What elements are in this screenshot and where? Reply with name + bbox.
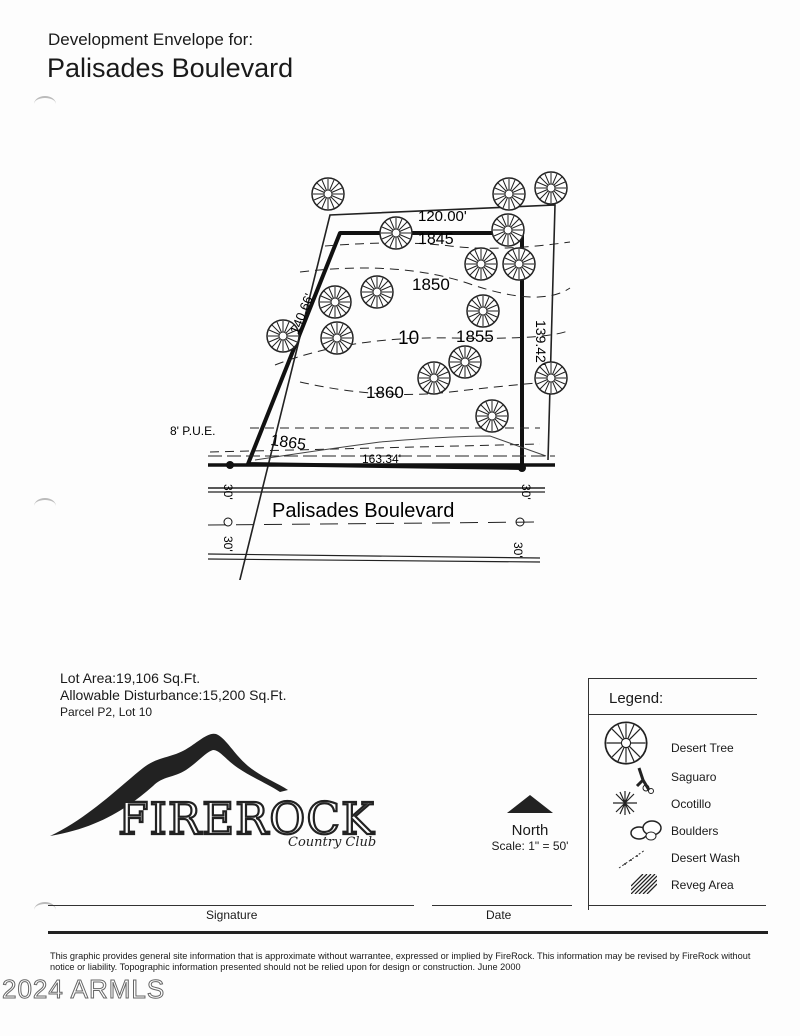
dim-top: 120.00'	[418, 208, 467, 225]
contour-label: 1850	[412, 275, 450, 294]
contour-line	[299, 267, 571, 298]
lot-plat-drawing: 120.00' 140.66' 139.42' 163.34' 1845 185…	[170, 171, 571, 580]
contour-line	[299, 381, 551, 395]
desert-wash-icon	[618, 849, 646, 869]
desert-wash-line	[254, 435, 547, 461]
legend-panel: Legend: Desert Tree Saguaro Ocotillo Bou…	[588, 678, 757, 910]
setback-label: 30'	[221, 536, 235, 552]
lot-area-text: Lot Area:19,106 Sq.Ft.	[60, 670, 201, 686]
desert-tree-icon	[604, 721, 648, 765]
desert-tree-icon	[417, 361, 451, 395]
disclaimer-text: This graphic provides general site infor…	[50, 951, 751, 972]
north-label: North	[511, 822, 549, 839]
dim-left: 140.66'	[287, 291, 317, 336]
boulders-icon	[630, 820, 662, 841]
binder-hole-mark	[34, 498, 56, 514]
document-title: Palisades Boulevard	[47, 53, 294, 83]
firerock-logo: FIREROCK Country Club	[50, 733, 376, 850]
binder-hole-mark	[34, 902, 56, 918]
legend-item-label: Saguaro	[671, 770, 717, 784]
logo-wordmark: FIREROCK	[118, 794, 375, 845]
legend-item-label: Boulders	[671, 824, 719, 838]
mls-watermark: 2024 ARMLS	[1, 974, 166, 1005]
setback-label: 30'	[519, 484, 533, 500]
desert-tree-icon	[318, 285, 352, 319]
desert-tree-icon	[534, 361, 568, 395]
pue-label: 8' P.U.E.	[170, 424, 215, 438]
contour-label: 1845	[418, 231, 454, 248]
monument-marker	[515, 517, 525, 527]
desert-tree-icon	[466, 294, 500, 328]
street-label: Palisades Boulevard	[272, 500, 454, 522]
legend-item-label: Desert Wash	[671, 851, 740, 865]
legend-bottom-line	[588, 905, 766, 906]
road-line	[207, 553, 541, 559]
desert-tree-icon	[320, 321, 354, 355]
road-line	[207, 558, 541, 563]
desert-tree-icon	[492, 177, 526, 211]
north-indicator: North Scale: 1" = 50'	[485, 793, 575, 853]
contour-line	[324, 241, 571, 249]
desert-tree-icon	[360, 275, 394, 309]
desert-tree-icon	[379, 216, 413, 250]
desert-tree-icon	[534, 171, 568, 205]
corner-marker	[226, 461, 234, 469]
desert-tree-icon	[475, 399, 509, 433]
corner-marker	[518, 464, 526, 472]
pue-line	[209, 443, 541, 453]
footer-rule	[48, 931, 768, 934]
property-line	[239, 204, 556, 580]
legend-item-label: Reveg Area	[671, 878, 734, 892]
signature-line	[48, 905, 414, 906]
mountain-silhouette	[50, 733, 288, 836]
dim-right: 139.42'	[533, 320, 549, 366]
contour-line	[274, 329, 571, 366]
saguaro-icon	[635, 767, 654, 794]
desert-tree-icon	[502, 247, 536, 281]
signature-label: Signature	[206, 908, 258, 922]
contour-label: 1855	[456, 327, 494, 346]
logo-tagline: Country Club	[288, 835, 376, 850]
monument-marker	[223, 517, 233, 527]
legend-title: Legend:	[609, 690, 664, 707]
desert-tree-icon	[491, 213, 525, 247]
contour-label: 1860	[366, 383, 404, 402]
setback-label: 30'	[511, 542, 525, 558]
legend-top-rule	[589, 678, 757, 679]
date-label: Date	[486, 908, 512, 922]
binder-hole-mark	[34, 96, 56, 112]
legend-item-label: Ocotillo	[671, 797, 712, 811]
reveg-area-icon	[631, 874, 657, 894]
parcel-text: Parcel P2, Lot 10	[60, 705, 153, 719]
setback-label: 30'	[221, 484, 235, 500]
lot-number: 10	[398, 328, 419, 349]
legend-item-label: Desert Tree	[671, 741, 734, 755]
ocotillo-icon	[613, 791, 637, 815]
desert-tree-icon	[448, 345, 482, 379]
dim-bottom: 163.34'	[362, 452, 401, 466]
north-arrow-icon	[507, 795, 553, 813]
legend-divider	[589, 714, 757, 715]
scale-label: Scale: 1" = 50'	[491, 839, 569, 853]
date-line	[432, 905, 572, 906]
road-centerline	[207, 521, 541, 526]
allowable-disturbance-text: Allowable Disturbance:15,200 Sq.Ft.	[60, 687, 287, 703]
desert-tree-icon	[311, 177, 345, 211]
desert-tree-icon	[464, 247, 498, 281]
contour-label: 1865	[269, 432, 307, 454]
document-subtitle: Development Envelope for:	[48, 30, 254, 49]
